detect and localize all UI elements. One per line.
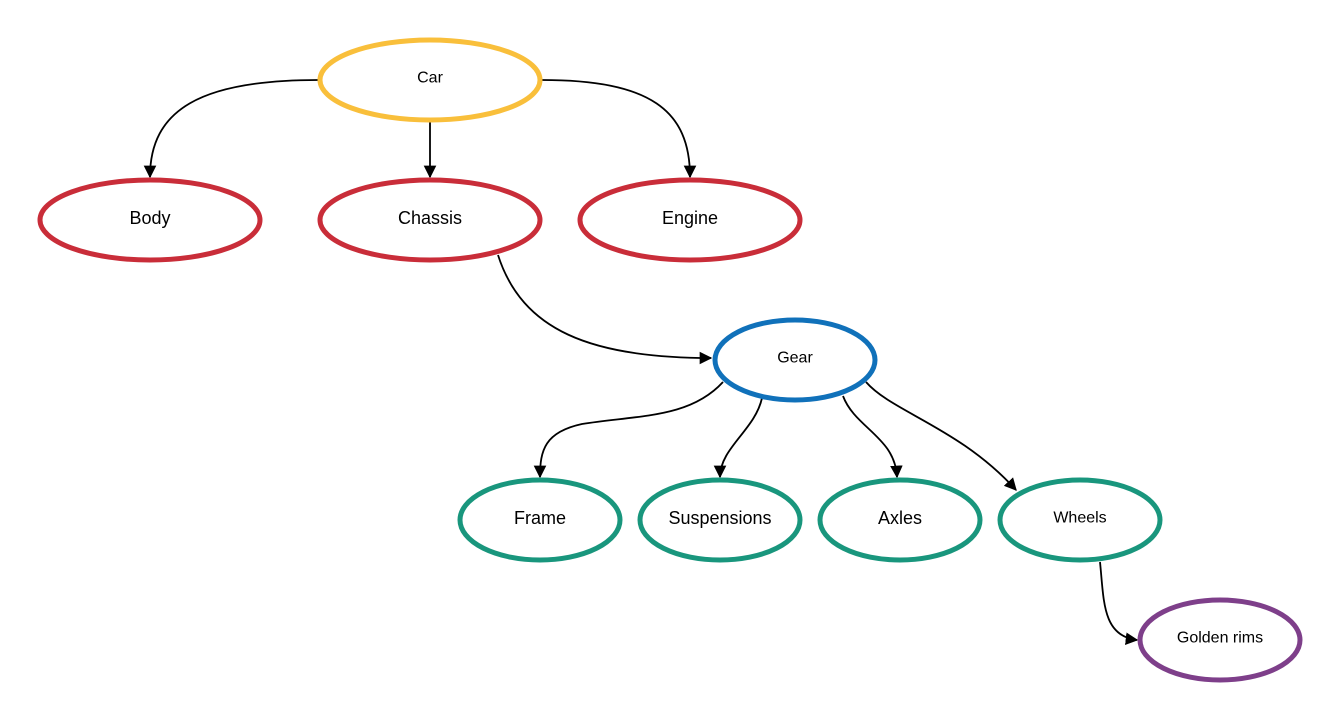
node-label: Suspensions bbox=[668, 508, 771, 528]
edge-gear-suspensions bbox=[713, 397, 763, 479]
node-car[interactable]: Car bbox=[317, 37, 543, 123]
node-body[interactable]: Body bbox=[37, 177, 263, 263]
node-label: Car bbox=[417, 70, 443, 87]
node-wheels[interactable]: Wheels bbox=[997, 477, 1163, 563]
node-label: Axles bbox=[878, 508, 922, 528]
edge-chassis-gear bbox=[497, 254, 713, 365]
edge-car-engine bbox=[541, 79, 697, 179]
node-label: Chassis bbox=[398, 208, 462, 228]
node-label: Golden rims bbox=[1177, 630, 1263, 647]
node-label: Gear bbox=[777, 350, 813, 367]
node-engine[interactable]: Engine bbox=[577, 177, 803, 263]
node-label: Wheels bbox=[1053, 510, 1106, 527]
node-label: Engine bbox=[662, 208, 718, 228]
edges bbox=[143, 79, 1139, 645]
node-chassis[interactable]: Chassis bbox=[317, 177, 543, 263]
node-label: Frame bbox=[514, 508, 566, 528]
node-frame[interactable]: Frame bbox=[457, 477, 623, 563]
node-gear[interactable]: Gear bbox=[712, 317, 878, 403]
node-axles[interactable]: Axles bbox=[817, 477, 983, 563]
edge-wheels-golden-rims bbox=[1099, 561, 1139, 645]
edge-gear-frame bbox=[533, 381, 724, 479]
edge-car-body bbox=[143, 79, 319, 179]
edge-gear-wheels bbox=[865, 381, 1017, 491]
edge-gear-axles bbox=[842, 395, 903, 479]
node-golden-rims[interactable]: Golden rims bbox=[1137, 597, 1303, 683]
node-suspensions[interactable]: Suspensions bbox=[637, 477, 803, 563]
node-label: Body bbox=[129, 208, 170, 228]
